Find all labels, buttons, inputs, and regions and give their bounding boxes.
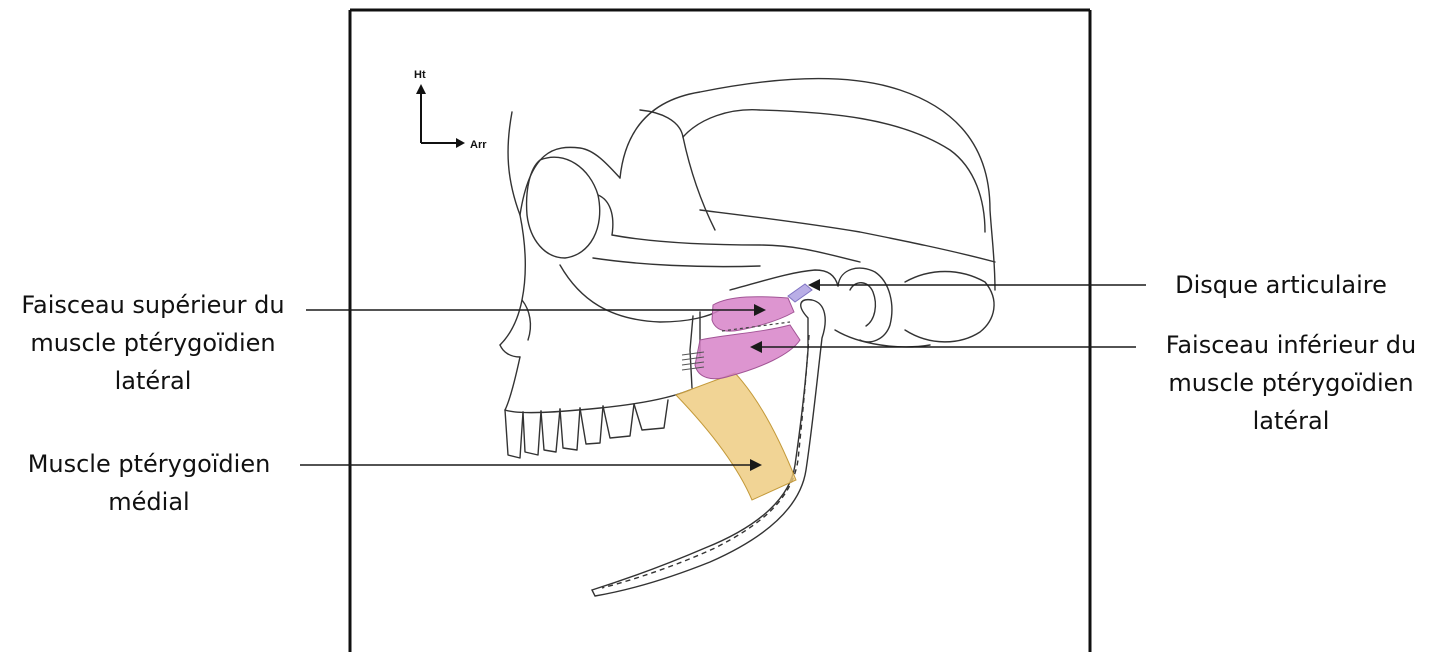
label-superior-head-line3: latéral: [8, 362, 298, 400]
label-superior-head: Faisceau supérieur du muscle ptérygoïdie…: [8, 286, 298, 400]
lateral-pterygoid-inferior-head: [695, 325, 800, 379]
label-medial-pterygoid-line1: Muscle ptérygoïdien: [4, 445, 294, 483]
label-inferior-head-line2: muscle ptérygoïdien: [1146, 364, 1436, 402]
label-medial-pterygoid: Muscle ptérygoïdien médial: [4, 445, 294, 521]
label-superior-head-line2: muscle ptérygoïdien: [8, 324, 298, 362]
label-superior-head-line1: Faisceau supérieur du: [8, 286, 298, 324]
label-medial-pterygoid-line2: médial: [4, 483, 294, 521]
label-inferior-head-line1: Faisceau inférieur du: [1146, 326, 1436, 364]
label-articular-disc-line1: Disque articulaire: [1156, 266, 1406, 304]
label-inferior-head-line3: latéral: [1146, 402, 1436, 440]
figure-frame: [350, 10, 1090, 652]
medial-pterygoid-muscle: [676, 373, 796, 500]
lateral-pterygoid-superior-head: [712, 297, 794, 331]
axis-back-label: Arr: [470, 139, 487, 151]
label-inferior-head: Faisceau inférieur du muscle ptérygoïdie…: [1146, 326, 1436, 440]
orientation-axes: [416, 84, 465, 148]
label-articular-disc: Disque articulaire: [1156, 266, 1406, 304]
axis-up-label: Ht: [414, 69, 426, 81]
